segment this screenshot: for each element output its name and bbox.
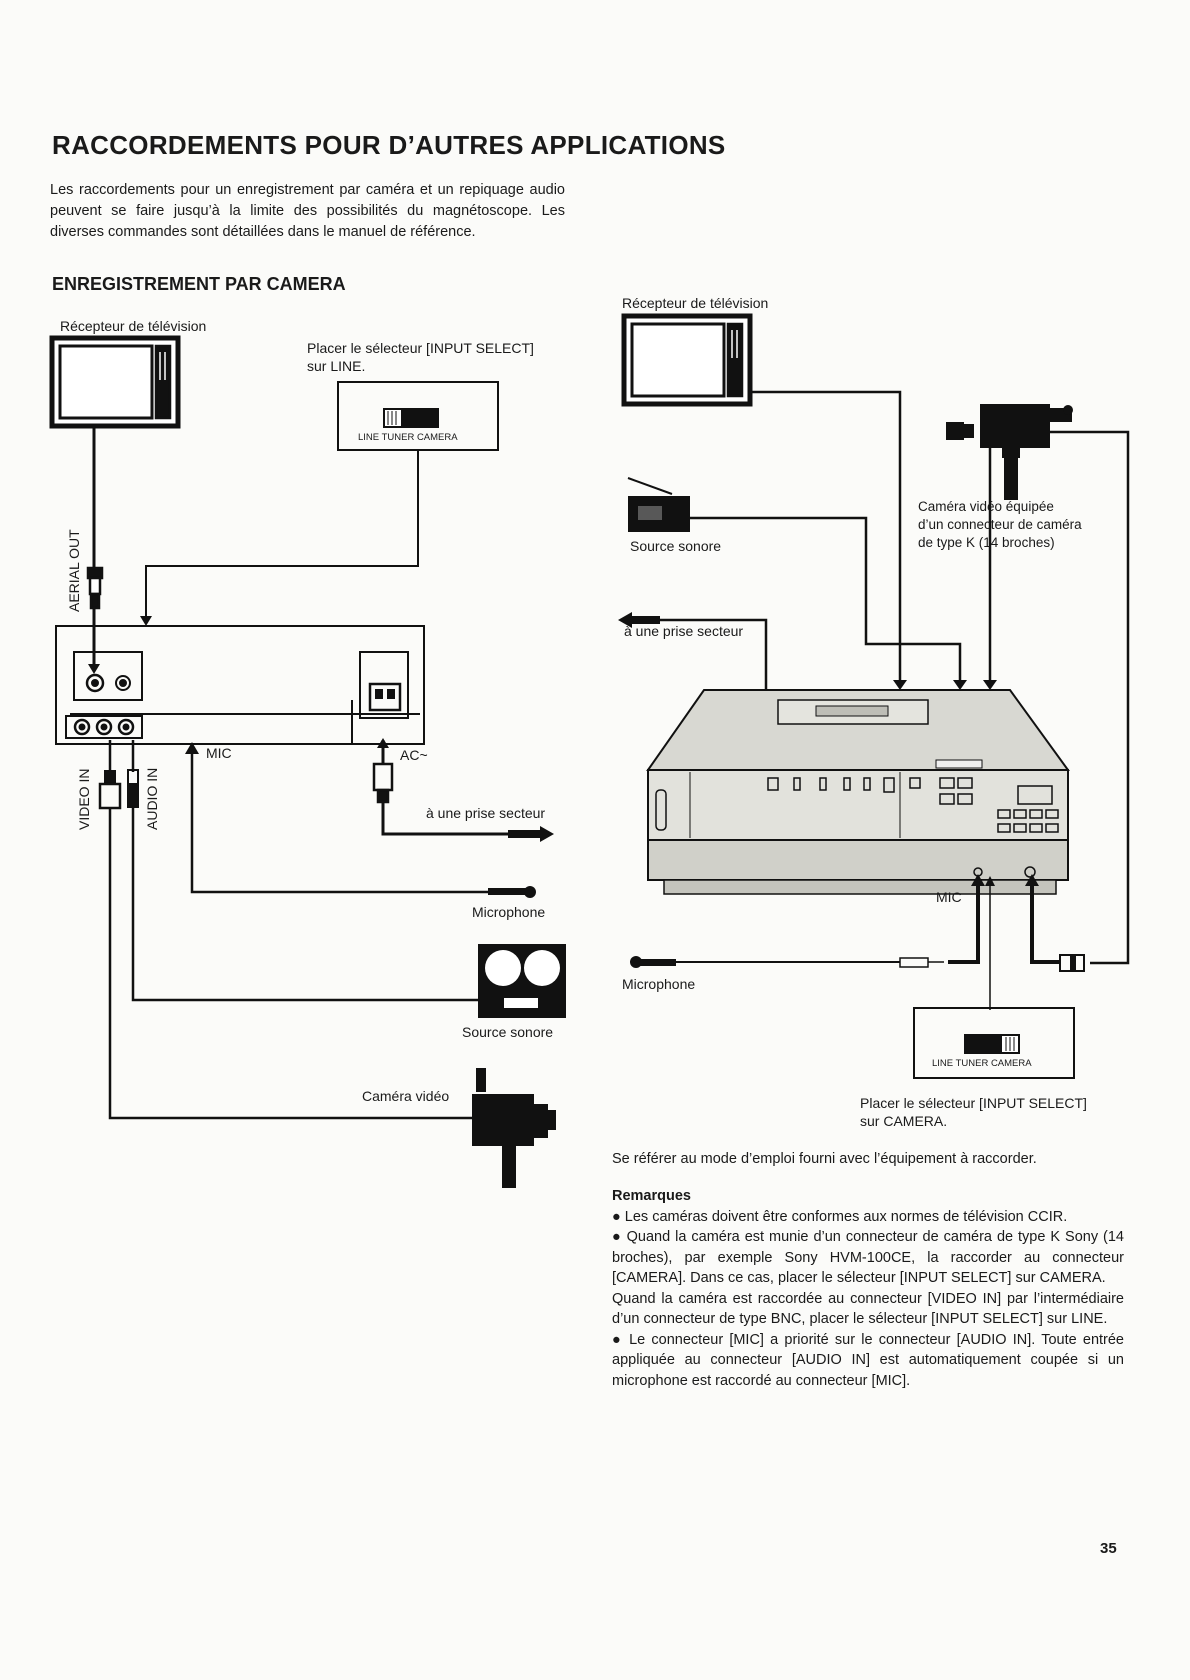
k-connector-icon <box>1059 954 1085 972</box>
microphone-label-right: Microphone <box>622 976 696 992</box>
vtr-front-icon <box>646 689 1070 895</box>
outlet-label-right: à une prise secteur <box>624 623 744 639</box>
ac-label: AC~ <box>400 747 428 763</box>
vtr-rear-panel-icon <box>55 625 425 745</box>
radio-sound-source-icon <box>627 477 690 532</box>
selector-instruction-left-2: sur LINE. <box>307 358 366 374</box>
remark-item-2b: Quand la caméra est raccordée au connect… <box>612 1290 1124 1328</box>
aerial-connector-icon <box>86 566 104 610</box>
ac-plug-icon <box>372 762 394 804</box>
selector-switch-left-icon <box>383 408 439 428</box>
selector-instruction-right-2: sur CAMERA. <box>860 1113 948 1129</box>
tv-label-right: Récepteur de télévision <box>622 295 769 311</box>
camera-label-right-3: de type K (14 broches) <box>918 535 1055 550</box>
video-camera-left-icon <box>472 1068 556 1188</box>
video-camera-right-icon <box>946 404 1073 500</box>
video-camera-label-left: Caméra vidéo <box>362 1088 450 1104</box>
microphone-left-icon <box>488 886 536 898</box>
sound-source-label-right: Source sonore <box>630 538 722 554</box>
remarks-section: Remarques ● Les caméras doivent être con… <box>612 1186 1124 1391</box>
section-title: ENREGISTREMENT PAR CAMERA <box>52 274 346 294</box>
tape-deck-icon <box>478 944 566 1018</box>
remarks-heading: Remarques <box>612 1188 691 1204</box>
microphone-label-left: Microphone <box>472 904 546 920</box>
remark-item-1: ● Les caméras doivent être conformes aux… <box>612 1208 1068 1225</box>
tv-receiver-right-icon <box>621 313 753 407</box>
selector-switch-right-icon <box>964 1034 1020 1054</box>
bnc-connector-icon <box>98 770 122 810</box>
intro-paragraph: Les raccordements pour un enregistrement… <box>50 182 565 240</box>
outlet-label-left: à une prise secteur <box>426 805 546 821</box>
remark-item-3: ● Le connecteur [MIC] a priorité sur le … <box>612 1331 1124 1389</box>
audio-in-label: AUDIO IN <box>144 767 160 830</box>
selector-instruction-right-1: Placer le sélecteur [INPUT SELECT] <box>860 1095 1087 1111</box>
video-in-label: VIDEO IN <box>76 768 92 830</box>
mic-label-right: MIC <box>936 889 962 905</box>
vtr-front-buttons <box>655 777 1059 833</box>
microphone-right-icon <box>630 956 944 968</box>
tv-receiver-left-icon <box>49 335 181 429</box>
aerial-out-label: AERIAL OUT <box>66 529 82 612</box>
selector-caption-right: LINE TUNER CAMERA <box>932 1058 1032 1069</box>
selector-instruction-left-1: Placer le sélecteur [INPUT SELECT] <box>307 340 534 356</box>
selector-caption-left: LINE TUNER CAMERA <box>358 432 458 443</box>
mic-label-left: MIC <box>206 745 232 761</box>
page-number: 35 <box>1100 1540 1117 1557</box>
refer-note: Se référer au mode d’emploi fourni avec … <box>612 1151 1037 1167</box>
rca-connector-icon <box>127 769 139 808</box>
page-title: RACCORDEMENTS POUR D’AUTRES APPLICATIONS <box>52 130 726 160</box>
camera-label-right-2: d’un connecteur de caméra <box>918 517 1082 532</box>
camera-label-right-1: Caméra vidéo équipée <box>918 499 1054 514</box>
sound-source-label-left: Source sonore <box>462 1024 554 1040</box>
remark-item-2: ● Quand la caméra est munie d’un connect… <box>612 1229 1124 1286</box>
tv-label-left: Récepteur de télévision <box>60 318 207 334</box>
